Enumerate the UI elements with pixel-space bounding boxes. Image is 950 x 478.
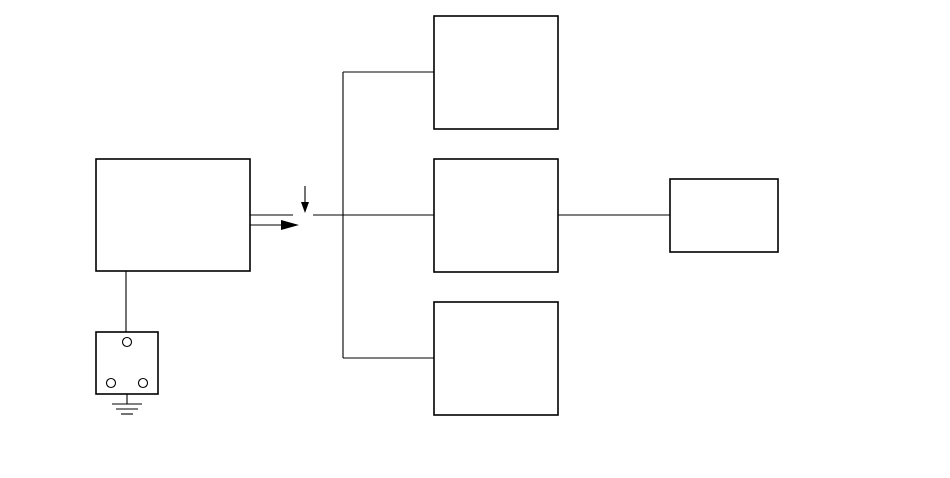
distribution-bus [313,71,434,359]
output-leads [250,214,299,230]
socket-terminal-icon [105,336,149,389]
lower-right-block [433,301,559,416]
ground-icon [112,394,142,415]
middle-right-block [433,158,559,273]
switch-arrow-icon [301,186,309,213]
output-arrow-icon [281,220,299,230]
upper-right-block [433,15,559,130]
source-block [95,158,251,272]
far-right-block [669,178,779,253]
